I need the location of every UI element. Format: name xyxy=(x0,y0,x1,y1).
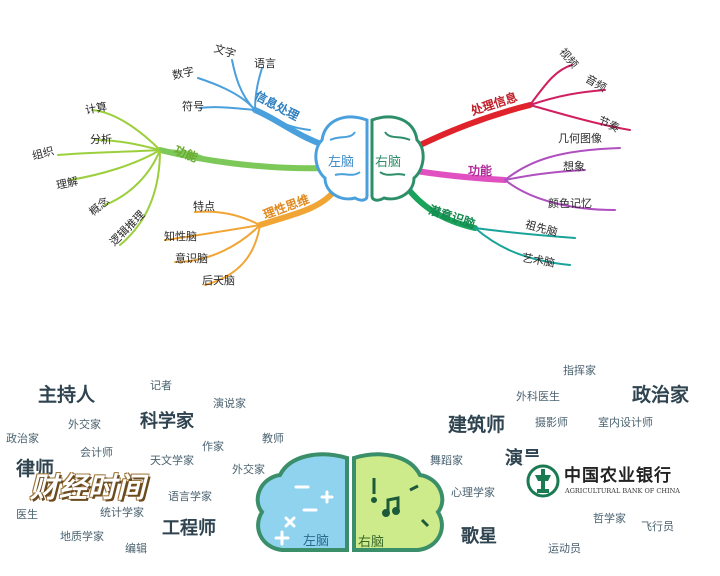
word-accountant: 会计师 xyxy=(80,446,113,459)
leaf-symbol: 符号 xyxy=(182,100,204,113)
branch-function-left xyxy=(157,147,333,172)
leaf-intellect-brain: 知性脑 xyxy=(164,230,197,243)
channel-watermark: 财经时间 xyxy=(30,471,147,504)
leaf-conscious-brain: 意识脑 xyxy=(175,252,208,265)
bank-logo: 中国农业银行 AGRICULTURAL BANK OF CHINA xyxy=(524,457,690,505)
word-diplomat-2: 外交家 xyxy=(232,463,265,476)
music-symbols xyxy=(371,478,430,528)
leaf-geometry: 几何图像 xyxy=(558,132,602,145)
word-surgeon: 外科医生 xyxy=(516,390,560,403)
leaf-imagination: 想象 xyxy=(563,160,585,173)
bank-name-cn: 中国农业银行 xyxy=(564,466,672,486)
leaf-feature: 特点 xyxy=(193,200,215,213)
left-brain-label: 左脑 xyxy=(328,155,355,170)
word-host: 主持人 xyxy=(38,384,96,406)
word-athlete: 运动员 xyxy=(548,542,581,555)
word-philosopher: 哲学家 xyxy=(593,512,626,525)
word-architect: 建筑师 xyxy=(448,414,506,436)
word-geologist: 地质学家 xyxy=(60,530,104,543)
leaf-acquired-brain: 后天脑 xyxy=(202,274,235,287)
right-brain-label: 右脑 xyxy=(375,155,402,170)
word-linguist: 语言学家 xyxy=(168,490,212,503)
branch-rational xyxy=(257,187,338,228)
branch-label-function-right: 功能 xyxy=(468,164,493,178)
word-pilot: 飞行员 xyxy=(641,520,674,533)
word-politician-right: 政治家 xyxy=(632,384,690,406)
word-conductor: 指挥家 xyxy=(563,364,596,377)
word-orator: 演说家 xyxy=(213,397,246,410)
mind-map-branches xyxy=(57,59,631,286)
word-writer: 作家 xyxy=(202,440,224,453)
bottom-right-brain-label: 右脑 xyxy=(358,535,385,550)
bank-name-en: AGRICULTURAL BANK OF CHINA xyxy=(565,487,680,495)
word-psychologist: 心理学家 xyxy=(451,486,495,499)
word-reporter: 记者 xyxy=(150,379,172,392)
word-interior-designer: 室内设计师 xyxy=(598,416,653,429)
word-teacher: 教师 xyxy=(262,432,284,445)
word-scientist: 科学家 xyxy=(140,411,194,432)
abc-emblem-icon xyxy=(526,464,560,498)
word-politician-left: 政治家 xyxy=(6,432,39,445)
bottom-left-brain-label: 左脑 xyxy=(303,534,330,549)
leaf-language: 语言 xyxy=(254,57,276,70)
bottom-left-hemisphere xyxy=(255,452,349,552)
word-lawyer: 律师 xyxy=(16,458,55,480)
math-symbols xyxy=(274,485,334,546)
word-editor: 编辑 xyxy=(125,542,147,555)
branch-processing-right xyxy=(407,102,533,153)
word-photographer: 摄影师 xyxy=(535,416,568,429)
word-dancer: 舞蹈家 xyxy=(430,454,463,467)
word-engineer: 工程师 xyxy=(162,518,216,539)
word-doctor: 医生 xyxy=(16,508,38,521)
word-astronomer: 天文学家 xyxy=(150,454,194,467)
word-singer: 歌星 xyxy=(461,526,497,547)
top-brain xyxy=(314,115,425,202)
leaf-analysis: 分析 xyxy=(90,133,112,146)
word-statistician: 统计学家 xyxy=(100,506,144,519)
leaf-color-memory: 颜色记忆 xyxy=(548,197,592,210)
word-diplomat: 外交家 xyxy=(68,418,101,431)
